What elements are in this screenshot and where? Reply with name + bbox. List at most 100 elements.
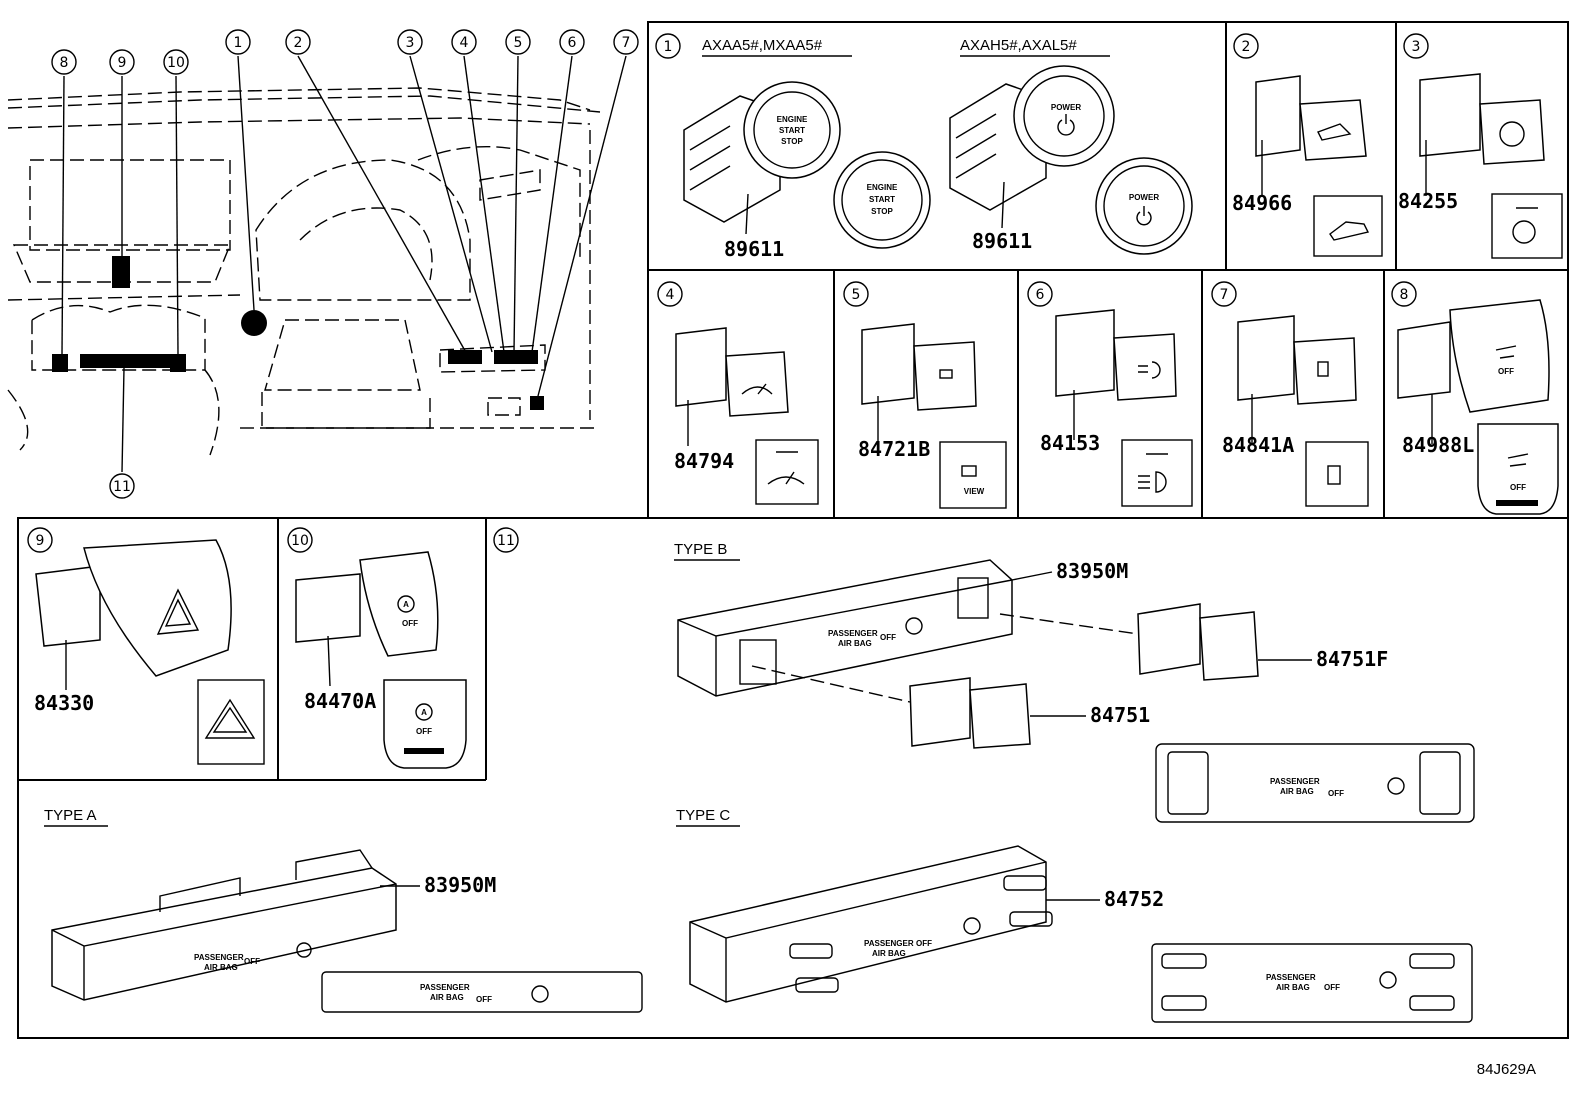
svg-text:8: 8 (60, 55, 69, 71)
part-number-89611-right: 89611 (972, 229, 1032, 253)
type-a-housing (51, 867, 397, 1001)
svg-text:PASSENGER: PASSENGER (828, 629, 878, 638)
callout-4: 4 (451, 29, 477, 55)
svg-text:PASSENGER: PASSENGER (1270, 777, 1320, 786)
type-b-label: TYPE B (674, 541, 727, 558)
heated-steering-symbol-icon (1512, 220, 1536, 244)
svg-text:AIR BAG: AIR BAG (1276, 983, 1310, 992)
variant-left-label: AXAA5#,MXAA5# (702, 37, 823, 54)
headlight-symbol-icon (1138, 471, 1167, 493)
svg-text:10: 10 (167, 55, 185, 71)
svg-text:2: 2 (294, 35, 303, 51)
callout-6: 6 (559, 29, 585, 55)
svg-text:84988L: 84988L (1402, 433, 1474, 457)
svg-text:ENGINE: ENGINE (777, 115, 808, 124)
svg-text:84794: 84794 (674, 449, 734, 473)
svg-text:STOP: STOP (781, 137, 803, 146)
panel-8-switch: 8 OFF 84988L OFF (1391, 281, 1559, 515)
panel-7-switch: 7 84841A (1211, 281, 1369, 507)
svg-text:5: 5 (852, 287, 861, 303)
wiper-icon (741, 383, 773, 395)
callout-3: 3 (397, 29, 423, 55)
svg-text:3: 3 (1412, 39, 1421, 55)
power-icon (1057, 114, 1075, 136)
headlight-icon (1138, 361, 1161, 379)
svg-text:AIR BAG: AIR BAG (872, 949, 906, 958)
svg-text:ENGINE: ENGINE (867, 183, 898, 192)
svg-text:84153: 84153 (1040, 431, 1100, 455)
type-b-face-panel (1155, 743, 1475, 823)
svg-text:PASSENGER: PASSENGER (194, 953, 244, 962)
svg-text:STOP: STOP (871, 207, 893, 216)
traction-control-icon (1495, 345, 1517, 359)
panel-10-stop-start-switch: 10 A OFF 84470A A OFF (287, 527, 467, 769)
traction-control-symbol-icon (1477, 423, 1559, 515)
svg-text:AIR BAG: AIR BAG (838, 639, 872, 648)
svg-text:OFF: OFF (880, 633, 896, 642)
camera-view-symbol-icon (961, 465, 977, 477)
svg-text:9: 9 (118, 55, 127, 71)
callout-10: 10 (163, 49, 189, 75)
svg-text:84751F: 84751F (1316, 647, 1388, 671)
hazard-symbol-icon (204, 698, 256, 739)
type-c-housing (689, 845, 1047, 1003)
hazard-icon (156, 588, 200, 635)
svg-text:AIR BAG: AIR BAG (1280, 787, 1314, 796)
svg-text:2: 2 (1242, 39, 1251, 55)
tailgate-icon (1317, 123, 1352, 141)
variant-right-label: AXAH5#,AXAL5# (960, 37, 1077, 54)
callout-9: 9 (109, 49, 135, 75)
type-c-label: TYPE C (676, 807, 730, 824)
panel-6-switch: 6 84153 (1027, 281, 1193, 507)
svg-text:OFF: OFF (1498, 367, 1514, 376)
svg-text:PASSENGER: PASSENGER (420, 983, 470, 992)
callout-2: 2 (285, 29, 311, 55)
svg-text:84966: 84966 (1232, 191, 1292, 215)
svg-text:START: START (869, 195, 895, 204)
svg-text:AIR BAG: AIR BAG (204, 963, 238, 972)
type-a-face-panel (321, 971, 643, 1013)
svg-text:OFF: OFF (416, 727, 432, 736)
svg-text:9: 9 (36, 533, 45, 549)
svg-text:84752: 84752 (1104, 887, 1164, 911)
svg-text:84470A: 84470A (304, 689, 376, 713)
svg-text:4: 4 (666, 287, 675, 303)
svg-text:7: 7 (622, 35, 631, 51)
svg-text:11: 11 (497, 533, 515, 549)
type-a-label: TYPE A (44, 807, 97, 824)
panel-4-switch: 4 84794 (657, 281, 819, 505)
svg-text:1: 1 (234, 35, 243, 51)
svg-text:AIR BAG: AIR BAG (430, 993, 464, 1002)
svg-text:OFF: OFF (476, 995, 492, 1004)
svg-text:4: 4 (460, 35, 469, 51)
callout-7: 7 (613, 29, 639, 55)
svg-text:10: 10 (291, 533, 309, 549)
figure-id: 84J629A (1477, 1061, 1536, 1078)
dashboard-overview (7, 55, 627, 473)
panel-5-switch: 5 84721B VIEW (843, 281, 1007, 509)
panel-11-airbag-switch-housings: 11 TYPE B PASSENGER AIR BAG OFF 83950M 8… (44, 527, 1475, 1023)
svg-text:START: START (779, 126, 805, 135)
callout-1: 1 (225, 29, 251, 55)
overview-callouts: 8 9 10 1 2 3 4 5 6 7 11 (51, 29, 639, 499)
svg-text:7: 7 (1220, 287, 1229, 303)
part-number-89611-left: 89611 (724, 237, 784, 261)
fuel-door-icon (1317, 361, 1329, 377)
svg-text:OFF: OFF (1328, 789, 1344, 798)
svg-text:OFF: OFF (1510, 483, 1526, 492)
svg-text:PASSENGER: PASSENGER (864, 939, 914, 948)
wiper-symbol-icon (767, 471, 805, 485)
svg-text:84841A: 84841A (1222, 433, 1294, 457)
svg-text:OFF: OFF (916, 939, 932, 948)
type-b-housing (677, 559, 1013, 697)
svg-text:84330: 84330 (34, 691, 94, 715)
svg-text:VIEW: VIEW (964, 487, 985, 496)
panel-grid (17, 21, 1569, 1039)
svg-text:84721B: 84721B (858, 437, 930, 461)
tailgate-symbol-icon (1329, 221, 1370, 241)
panel-3-switch: 3 84255 (1398, 33, 1563, 259)
svg-text:OFF: OFF (244, 957, 260, 966)
svg-text:A: A (403, 600, 409, 609)
svg-text:83950M: 83950M (424, 873, 496, 897)
svg-text:6: 6 (1036, 287, 1045, 303)
